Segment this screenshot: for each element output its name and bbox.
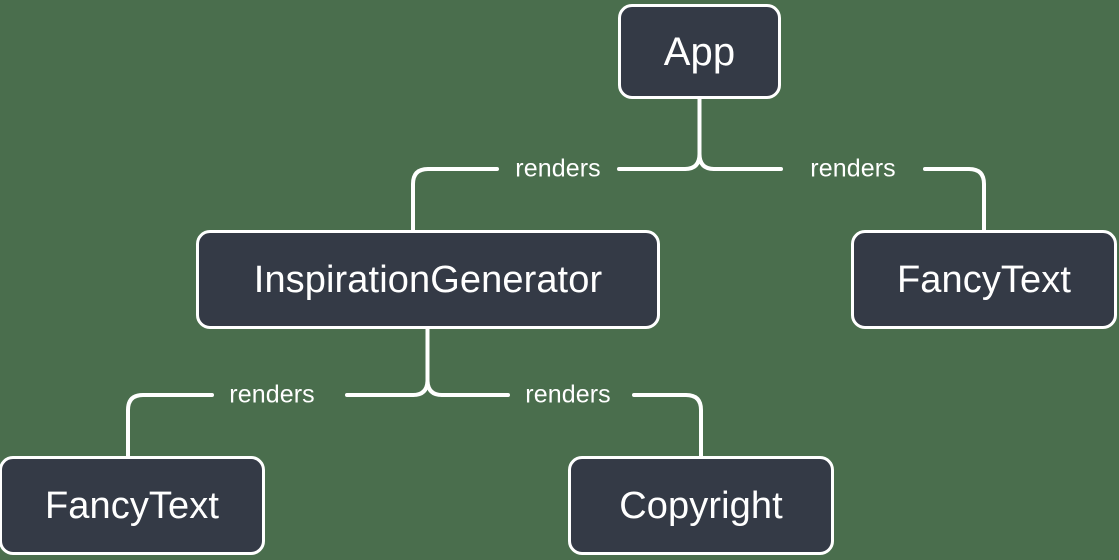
node-app-label: App xyxy=(663,29,736,74)
node-fancytext-right-label: FancyText xyxy=(896,258,1072,301)
node-fancytext-bottom[interactable]: FancyText xyxy=(0,456,265,555)
edge-inspiration-stem xyxy=(425,327,444,397)
node-fancytext-right[interactable]: FancyText xyxy=(851,230,1117,329)
node-copyright[interactable]: Copyright xyxy=(568,456,834,555)
node-copyright-label: Copyright xyxy=(619,484,783,527)
edge-inspiration-to-fancytext-corner xyxy=(126,393,214,458)
edge-label-inspiration-generator-to-copyright: renders xyxy=(525,380,611,409)
node-fancytext-bottom-label: FancyText xyxy=(44,484,220,527)
edge-app-to-inspiration-corner xyxy=(411,167,499,232)
edge-inspiration-to-copyright-corner xyxy=(632,393,703,458)
edge-label-app-to-inspiration-generator: renders xyxy=(515,154,601,183)
edge-label-app-to-fancytext-right: renders xyxy=(810,154,896,183)
edge-app-to-fancytext-corner xyxy=(923,167,986,232)
edge-app-stem-left xyxy=(683,152,702,171)
edge-label-inspiration-generator-to-fancytext-bottom: renders xyxy=(229,380,315,409)
node-inspiration-generator[interactable]: InspirationGenerator xyxy=(196,230,660,329)
node-inspiration-generator-label: InspirationGenerator xyxy=(253,258,603,301)
edge-app-stem xyxy=(697,97,716,171)
node-app[interactable]: App xyxy=(618,4,781,99)
edge-inspiration-stem-left xyxy=(411,378,430,397)
